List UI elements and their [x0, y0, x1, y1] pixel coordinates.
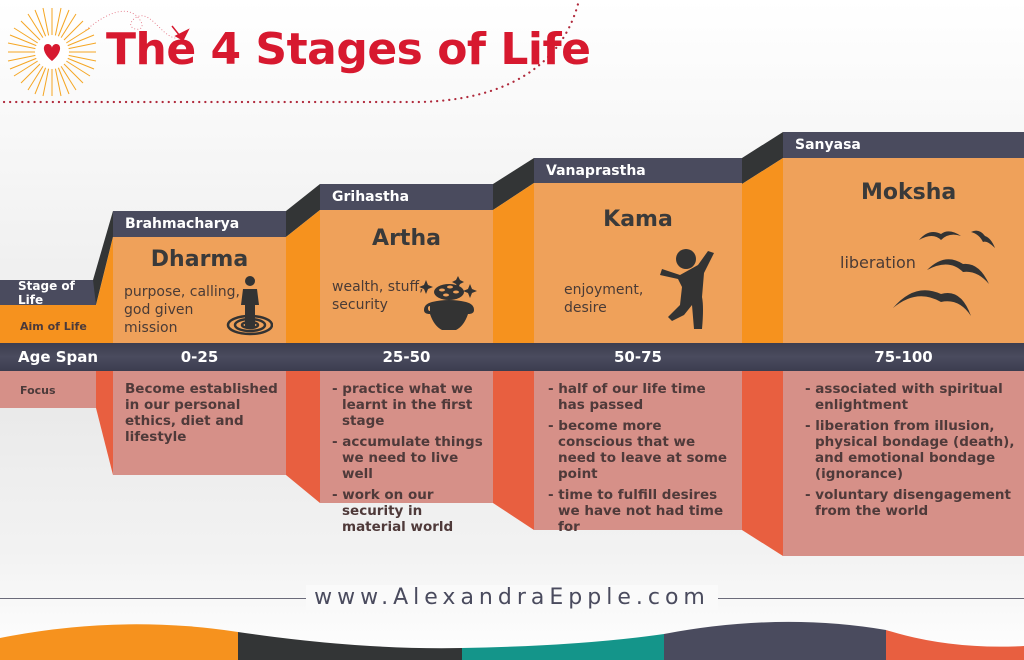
focus-item: - time to fulfill desires we have not ha…: [548, 487, 724, 535]
focus-row-label-bg: [0, 371, 96, 408]
focus-list: - practice what we learnt in the first s…: [332, 381, 487, 535]
focus-panel-vanaprastha: - half of our life time has passed - bec…: [534, 371, 742, 535]
age-span-sanyasa: 75-100: [874, 348, 933, 366]
row-label-stage-of-life: Stage of Life: [0, 279, 96, 307]
focus-item: - work on our security in material world: [332, 487, 454, 535]
footer-url-container: www.AlexandraEpple.com: [0, 585, 1024, 610]
fold-connector: [93, 211, 113, 475]
aim-description: liberation: [840, 253, 916, 272]
stage-header-grihastha: Grihastha: [320, 184, 493, 210]
stage-header-vanaprastha: Vanaprastha: [534, 158, 742, 183]
dotted-line-decoration: [2, 2, 580, 104]
aim-panel-kama: Kama enjoyment, desire: [534, 183, 742, 343]
aim-title: Artha: [372, 226, 441, 251]
aim-title: Moksha: [861, 180, 957, 205]
sun-heart-logo-icon: [7, 7, 97, 97]
fold-connector: [742, 132, 783, 556]
age-span-bar: [0, 343, 1024, 371]
age-span-grihastha: 25-50: [382, 348, 431, 366]
focus-list: - associated with spiritual enlightment …: [805, 381, 1016, 519]
fold-connector: [286, 184, 320, 503]
aim-title: Dharma: [150, 247, 249, 272]
focus-list: - half of our life time has passed - bec…: [548, 381, 734, 535]
aim-description: enjoyment, desire: [564, 282, 644, 316]
focus-item: - associated with spiritual enlightment: [805, 381, 1003, 413]
age-span-brahmacharya: 0-25: [180, 348, 219, 366]
flying-birds-icon: [893, 230, 995, 316]
focus-item: - voluntary disengagement from the world: [805, 487, 1011, 519]
aim-description: purpose, calling, god given mission: [124, 284, 240, 336]
aim-row-label-bg: [0, 305, 96, 343]
aim-panel-dharma: Dharma purpose, calling, god given missi…: [113, 237, 286, 343]
aim-panel-moksha: Moksha liberation: [783, 158, 1024, 343]
color-wave-decoration: [0, 621, 1024, 660]
focus-text: Become established in our personal ethic…: [125, 381, 278, 445]
fold-connector: [493, 158, 534, 530]
focus-item: - practice what we learnt in the first s…: [332, 381, 473, 429]
aim-description: wealth, stuff, security: [332, 279, 424, 313]
row-label-age-span: Age Span: [18, 348, 99, 366]
focus-item: - liberation from illusion, physical bon…: [805, 418, 1015, 482]
focus-panel-sanyasa: - associated with spiritual enlightment …: [783, 371, 1024, 556]
focus-item: - accumulate things we need to live well: [332, 434, 483, 482]
focus-panel-grihastha: - practice what we learnt in the first s…: [320, 371, 493, 535]
aim-title: Kama: [603, 207, 673, 232]
focus-item: - become more conscious that we need to …: [548, 418, 728, 482]
aim-panel-artha: Artha wealth, stuff, security: [320, 210, 493, 343]
stage-header-brahmacharya: Brahmacharya: [113, 211, 286, 237]
row-label-aim-of-life: Aim of Life: [20, 320, 87, 333]
focus-panel-brahmacharya: Become established in our personal ethic…: [113, 371, 286, 475]
footer-url[interactable]: www.AlexandraEpple.com: [306, 585, 718, 610]
age-span-vanaprastha: 50-75: [614, 348, 662, 366]
jumping-person-icon: [660, 249, 714, 329]
focus-item: - half of our life time has passed: [548, 381, 706, 413]
pot-of-gold-icon: [419, 276, 477, 330]
page-title: The 4 Stages of Life: [106, 24, 591, 75]
stage-header-sanyasa: Sanyasa: [783, 132, 1024, 158]
person-standing-ripples-icon: [226, 276, 273, 336]
row-label-focus: Focus: [20, 384, 56, 397]
